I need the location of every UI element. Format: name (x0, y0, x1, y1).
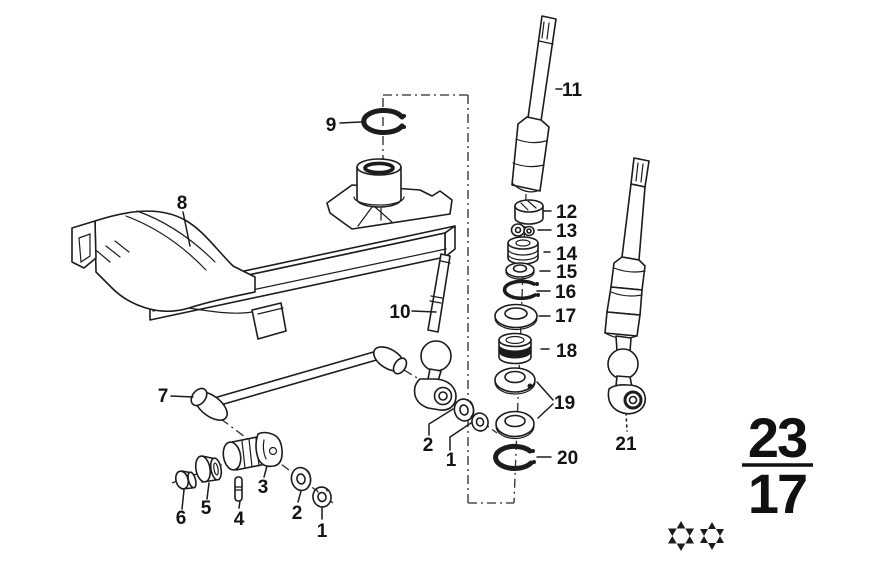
section-number: 23 (748, 406, 807, 469)
callout-2-left: 2 (292, 503, 303, 524)
part-17-bearing-ring (494, 303, 538, 331)
lever21-ball (607, 348, 639, 380)
bracket-foot (251, 302, 287, 340)
axis-lever21-label (625, 412, 628, 432)
callout-6: 6 (176, 508, 187, 529)
lever11-shaft (527, 15, 557, 122)
part-19-ring-lower (495, 410, 535, 440)
callout-21: 21 (615, 434, 637, 455)
part-10-shift-lever (413, 253, 457, 411)
part-12-bushing (514, 199, 544, 225)
part-16-snap-ring (502, 279, 540, 301)
callout-7: 7 (158, 386, 169, 407)
bracket-hump (94, 210, 256, 312)
part-2-washer-left (290, 466, 312, 492)
callout-3: 3 (258, 477, 269, 498)
callout-11: 11 (562, 80, 583, 101)
callout-leader-lines (170, 88, 563, 520)
bracket-left-cap (71, 220, 97, 269)
part-6-cap (174, 470, 197, 490)
callout-16: 16 (555, 282, 576, 303)
callout-labels: 9 8 11 12 13 14 15 16 17 18 19 20 21 10 … (158, 80, 637, 542)
lever10-ball (420, 340, 452, 372)
callout-2-center: 2 (423, 435, 434, 456)
part-1-nut-center (471, 412, 489, 432)
lever11-grip (511, 116, 550, 192)
callout-1-center: 1 (446, 450, 457, 471)
six-pointed-star-icon (668, 521, 694, 551)
revision-stars (668, 521, 724, 551)
rod-bar (213, 350, 381, 407)
callout-4: 4 (234, 509, 245, 530)
part-3-joint-housing (222, 431, 283, 471)
parts-stack (493, 199, 544, 471)
catalog-section-plate: 23 17 (742, 406, 813, 525)
part-15-washer (505, 262, 535, 280)
bracket-rib-x (357, 206, 393, 227)
socket-opening (363, 161, 395, 175)
part-21-shift-lever-assembly (604, 157, 650, 415)
part-4-pin (234, 476, 243, 502)
callout-9: 9 (326, 115, 337, 136)
part-2-washer-center (453, 398, 475, 422)
part-1-nut-left (312, 486, 332, 508)
callout-17: 17 (555, 306, 576, 327)
part-18-bearing-shell (498, 332, 532, 365)
axis-lever-to-nut (445, 395, 498, 434)
callout-20: 20 (557, 448, 578, 469)
part-13-rings (510, 223, 535, 237)
callout-8: 8 (177, 193, 188, 214)
callout-1-left: 1 (317, 521, 328, 542)
lever10-shaft (427, 253, 451, 333)
part-11-gear-shift-lever (511, 15, 557, 193)
callout-5: 5 (201, 498, 212, 519)
part-8-support-bracket (71, 158, 456, 340)
part-7-selector-rod (190, 346, 408, 421)
callout-14: 14 (556, 244, 578, 265)
part-20-snap-ring (493, 443, 536, 471)
part-9-snap-ring (361, 108, 406, 135)
callout-13: 13 (556, 221, 577, 242)
page-number: 17 (748, 462, 806, 525)
part-5-bushing (194, 455, 223, 483)
callout-19: 19 (554, 393, 575, 414)
part-14-rubber-bushing (507, 236, 539, 265)
callout-12: 12 (556, 202, 577, 223)
callout-10: 10 (389, 302, 410, 323)
callout-18: 18 (556, 341, 577, 362)
six-pointed-star-icon (700, 522, 724, 550)
part-19-ring-upper (494, 367, 536, 395)
callout-15: 15 (556, 262, 578, 283)
